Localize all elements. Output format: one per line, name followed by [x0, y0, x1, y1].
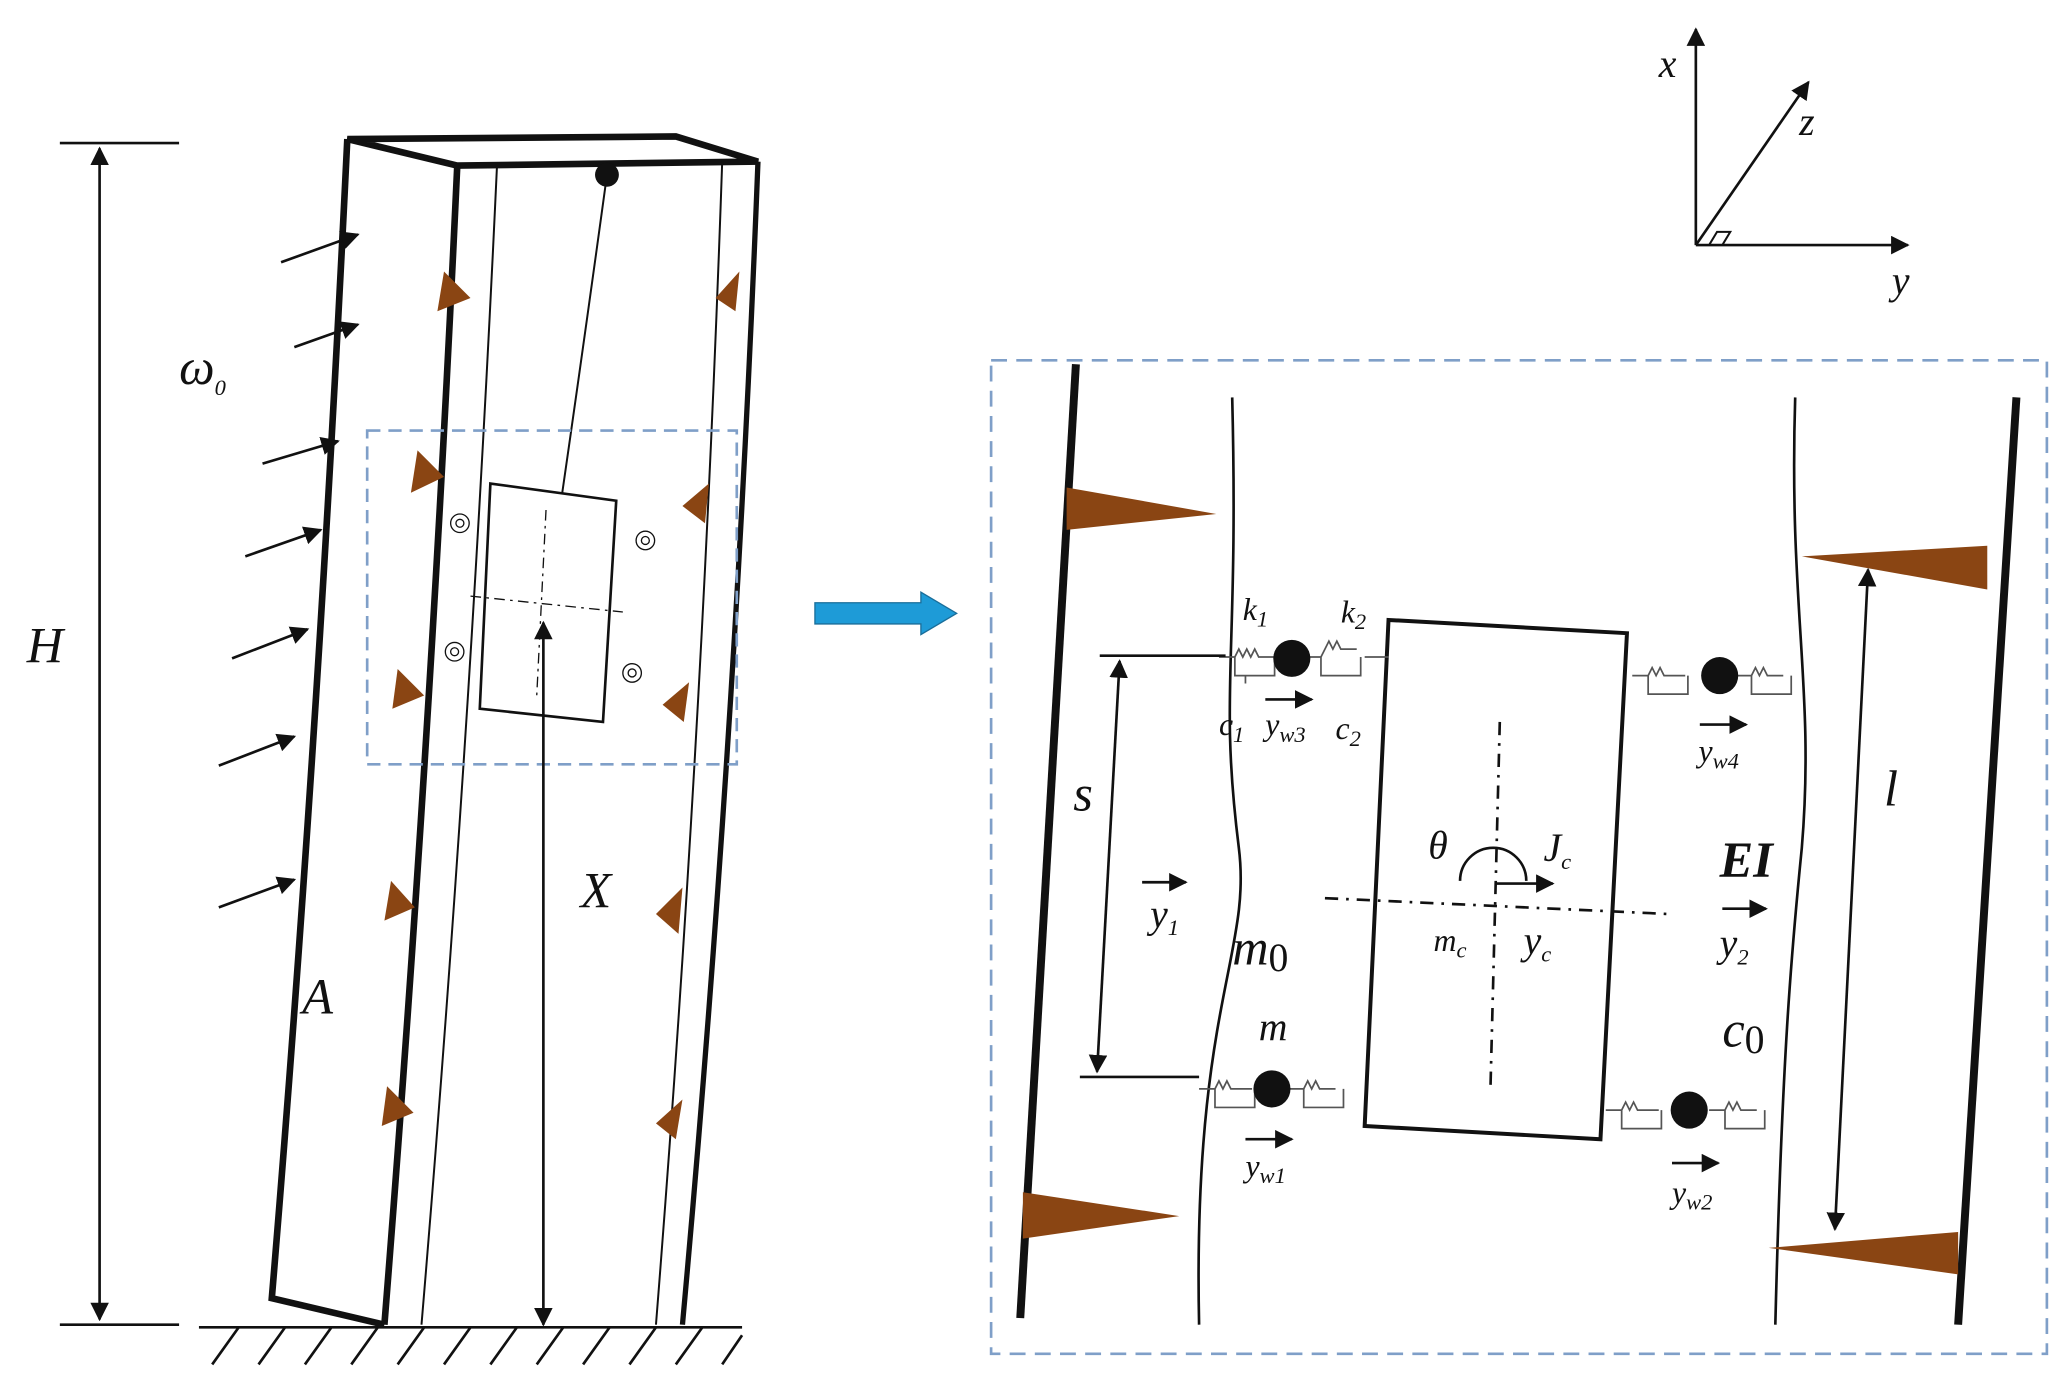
elevator-car-small	[444, 482, 656, 724]
elevator-car	[1324, 617, 1670, 1142]
motion-arrows	[1142, 690, 1768, 1173]
label-l: l	[1884, 760, 1898, 816]
label-A: A	[299, 968, 333, 1024]
label-Jc: Jc	[1544, 826, 1572, 874]
arrow-right-icon	[814, 590, 958, 636]
label-yw4: yw4	[1695, 734, 1738, 774]
label-y1: y1	[1146, 892, 1179, 940]
s-dimension	[1079, 654, 1226, 1079]
label-H: H	[26, 617, 66, 673]
building-overview: H ω0 A X	[26, 133, 761, 1366]
label-X: X	[578, 862, 613, 918]
label-yw2: yw2	[1669, 1175, 1712, 1215]
pulley-icon	[595, 162, 619, 187]
label-k2: k2	[1341, 595, 1366, 635]
label-c0: c0	[1722, 1002, 1764, 1063]
wind-arrows	[218, 231, 360, 909]
label-EI: EI	[1719, 832, 1776, 888]
zoom-region-box	[365, 429, 739, 766]
label-theta: θ	[1428, 823, 1448, 867]
label-m0: m0	[1232, 919, 1288, 980]
guide-rail-brackets	[1022, 487, 1988, 1275]
label-c1: c1	[1219, 707, 1244, 747]
label-omega0: ω0	[179, 339, 226, 400]
building-shaft	[268, 133, 761, 1328]
coordinate-axes	[1686, 27, 1910, 255]
label-m: m	[1259, 1005, 1288, 1049]
ground-hatch	[198, 1326, 744, 1366]
spring-damper-units	[1199, 639, 1793, 1130]
label-yc: yc	[1520, 919, 1552, 967]
l-dimension	[1826, 567, 1877, 1232]
label-mc: mc	[1434, 923, 1467, 963]
label-yw3: yw3	[1262, 707, 1305, 747]
detail-frame	[989, 358, 2049, 1356]
height-dimension	[59, 141, 180, 1327]
label-s: s	[1073, 766, 1093, 822]
label-c2: c2	[1336, 711, 1361, 751]
label-y2: y2	[1716, 921, 1749, 969]
axis-label-x: x	[1658, 42, 1677, 86]
wheel-masses	[1253, 639, 1739, 1129]
detail-view: k1 k2 c1 c2 yw3 yw4 yw1 yw2 s l EI θ Jc …	[989, 358, 2049, 1356]
axis-label-z: z	[1798, 100, 1814, 144]
label-yw1: yw1	[1242, 1148, 1285, 1188]
label-k1: k1	[1243, 592, 1268, 632]
axis-label-y: y	[1888, 259, 1910, 303]
